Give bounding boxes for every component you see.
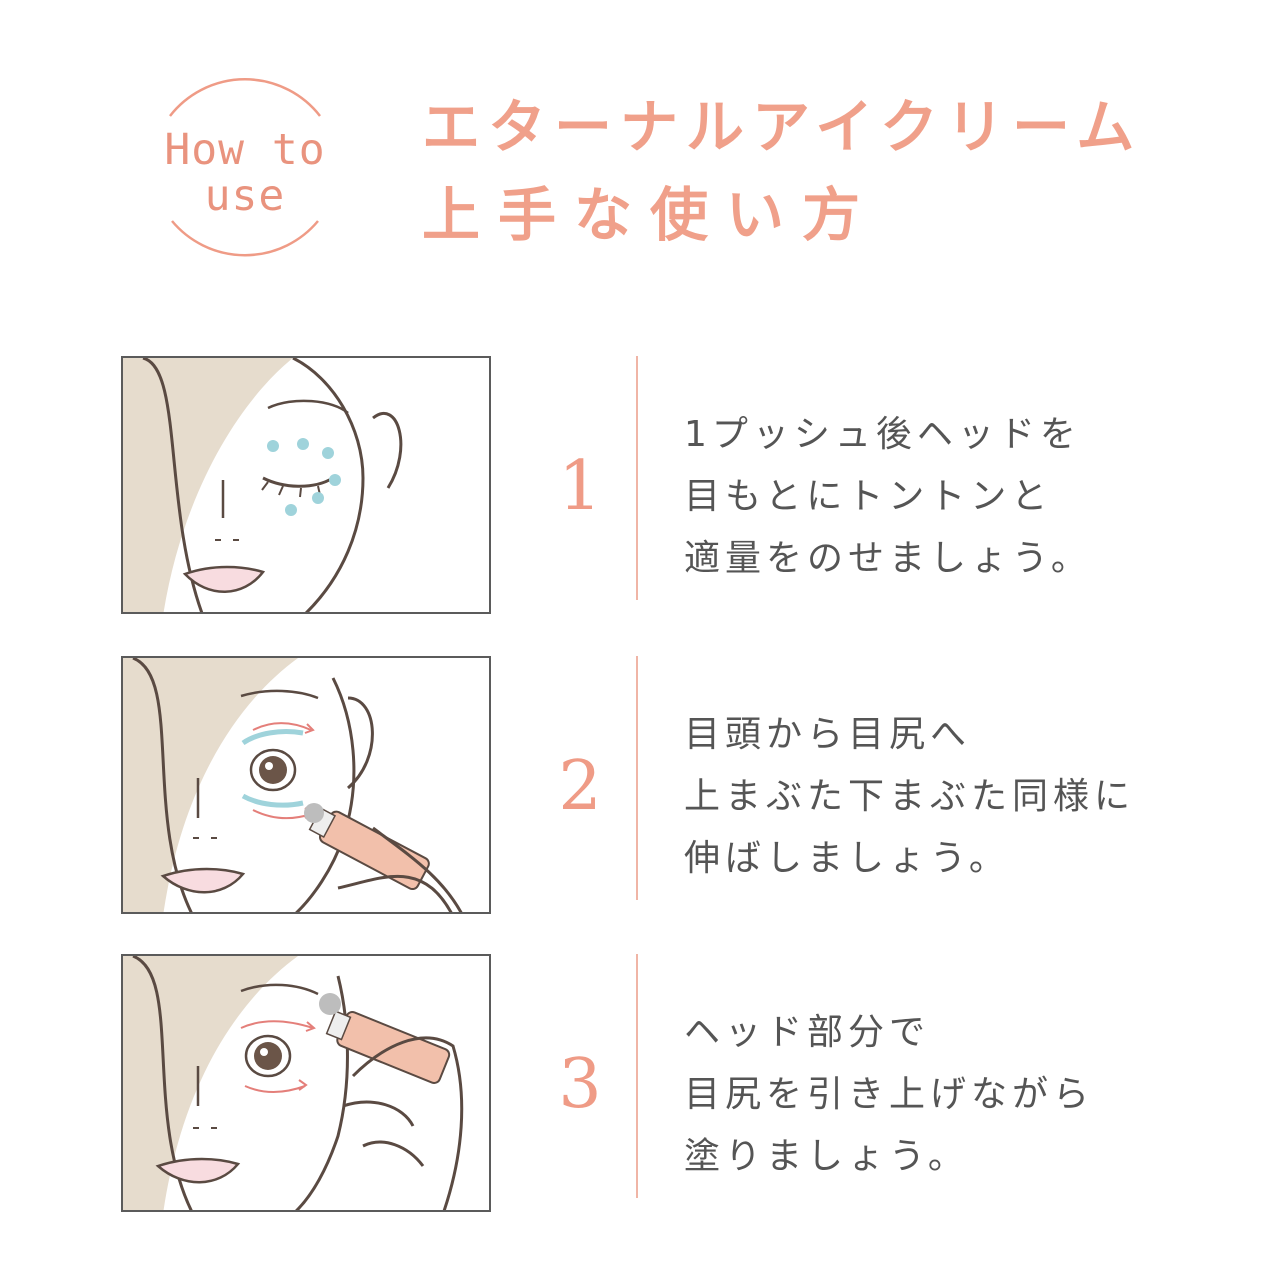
step-1-illustration — [121, 356, 491, 614]
step-description: ヘッド部分で 目尻を引き上げながら 塗りましょう。 — [684, 1002, 1094, 1188]
step-description: 目頭から目尻へ 上まぶた下まぶた同様に 伸ばしましょう。 — [684, 704, 1135, 890]
step-line: 目尻を引き上げながら — [684, 1074, 1095, 1115]
step-description: 1プッシュ後ヘッドを 目もとにトントンと 適量をのせましょう。 — [684, 404, 1092, 590]
badge-line-1: How to — [164, 125, 326, 175]
step-number: 3 — [558, 1045, 602, 1124]
page-subtitle: 上手な使い方 — [422, 181, 879, 249]
step-number: 2 — [558, 747, 602, 826]
step-line: 塗りましょう。 — [684, 1136, 969, 1177]
divider — [636, 656, 638, 900]
badge-line-2: use — [204, 171, 286, 221]
step-line: 目もとにトントンと — [684, 476, 1053, 517]
step-line: 適量をのせましょう。 — [684, 538, 1092, 579]
step-line: 上まぶた下まぶた同様に — [684, 776, 1136, 817]
step-line: 目頭から目尻へ — [684, 714, 972, 755]
step-3-illustration — [121, 954, 491, 1212]
badge-circle-icon — [169, 78, 321, 257]
divider — [636, 356, 638, 600]
how-to-use-badge: How to use — [150, 56, 340, 276]
divider — [636, 954, 638, 1198]
step-line: 伸ばしましょう。 — [684, 838, 1010, 879]
step-line: ヘッド部分で — [684, 1012, 931, 1053]
step-number: 1 — [558, 447, 602, 526]
step-3: 3 ヘッド部分で 目尻を引き上げながら 塗りましょう。 — [0, 954, 1280, 1214]
step-line: 1プッシュ後ヘッドを — [684, 414, 1081, 455]
product-title: エターナルアイクリーム — [422, 93, 1143, 161]
step-1: 1 1プッシュ後ヘッドを 目もとにトントンと 適量をのせましょう。 — [0, 356, 1280, 616]
step-2-illustration — [121, 656, 491, 914]
step-2: 2 目頭から目尻へ 上まぶた下まぶた同様に 伸ばしましょう。 — [0, 656, 1280, 916]
